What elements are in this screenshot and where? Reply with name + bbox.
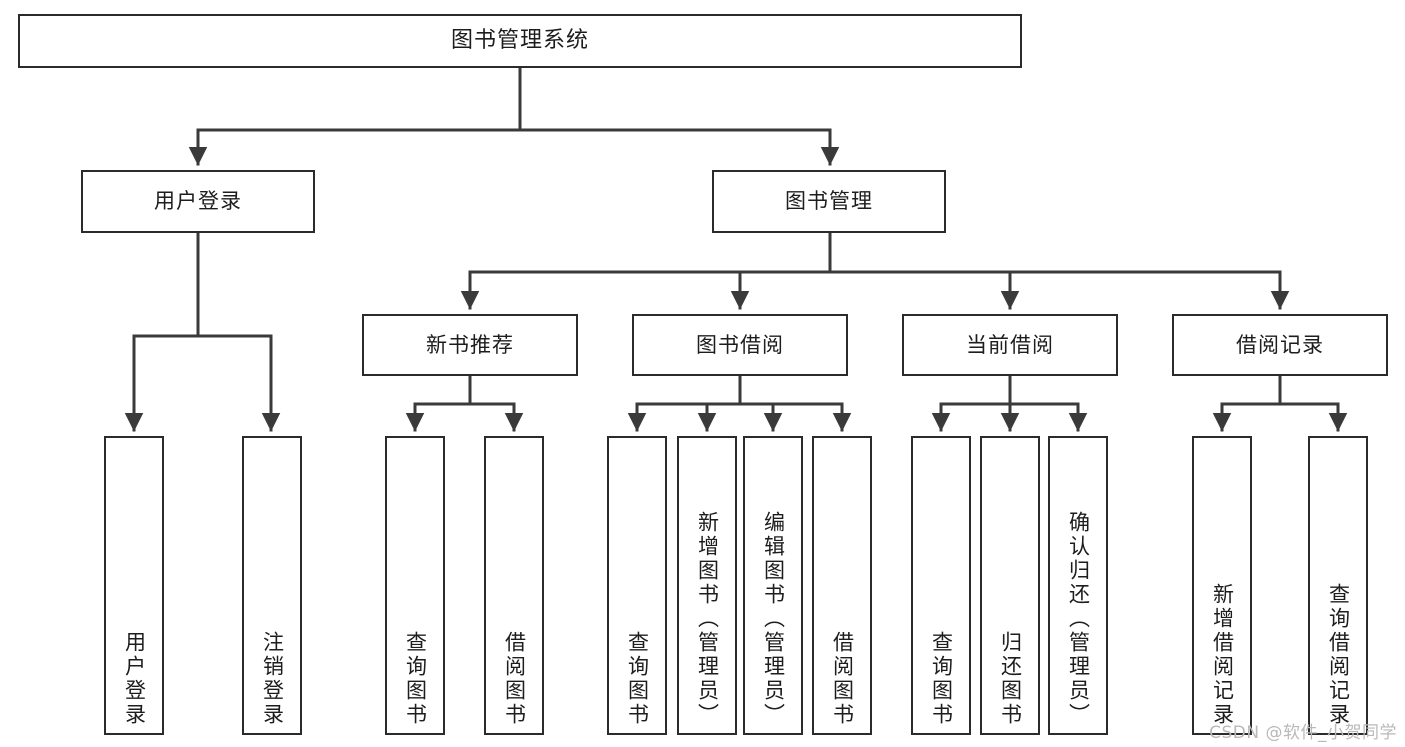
node-root-book-management-system[interactable]: 图书管理系统	[18, 14, 1022, 68]
node-label: 图书借阅	[696, 332, 784, 357]
node-label: 用户登录	[154, 189, 242, 214]
node-leaf-query-borrow-record[interactable]: 查询借阅记录	[1308, 436, 1368, 735]
node-label: 新增借阅记录	[1210, 583, 1235, 727]
node-leaf-borrow-book-2[interactable]: 借阅图书	[812, 436, 872, 735]
node-label: 编辑图书（管理员）	[761, 511, 786, 727]
node-label: 新增图书（管理员）	[695, 511, 720, 727]
node-label: 注销登录	[260, 631, 285, 727]
node-leaf-query-book-1[interactable]: 查询图书	[385, 436, 445, 735]
node-label: 图书管理系统	[450, 28, 589, 54]
node-leaf-user-login[interactable]: 用户登录	[104, 436, 164, 735]
node-label: 新书推荐	[426, 332, 514, 357]
node-label: 借阅图书	[830, 631, 855, 727]
node-label: 查询借阅记录	[1326, 583, 1351, 727]
node-label: 当前借阅	[966, 332, 1054, 357]
node-user-login[interactable]: 用户登录	[81, 170, 315, 233]
node-leaf-edit-book-admin[interactable]: 编辑图书（管理员）	[743, 436, 803, 735]
node-label: 确认归还（管理员）	[1066, 511, 1091, 727]
node-borrow-record[interactable]: 借阅记录	[1172, 314, 1388, 376]
node-label: 查询图书	[929, 631, 954, 727]
node-leaf-add-borrow-record[interactable]: 新增借阅记录	[1192, 436, 1252, 735]
node-leaf-add-book-admin[interactable]: 新增图书（管理员）	[677, 436, 737, 735]
node-leaf-return-book[interactable]: 归还图书	[980, 436, 1040, 735]
node-leaf-logout-login[interactable]: 注销登录	[242, 436, 302, 735]
node-new-book-recommend[interactable]: 新书推荐	[362, 314, 578, 376]
node-book-management[interactable]: 图书管理	[712, 170, 946, 233]
node-leaf-query-book-2[interactable]: 查询图书	[607, 436, 667, 735]
node-label: 借阅记录	[1236, 332, 1324, 357]
node-label: 查询图书	[625, 631, 650, 727]
node-leaf-borrow-book-1[interactable]: 借阅图书	[484, 436, 544, 735]
node-label: 图书管理	[785, 189, 873, 214]
node-leaf-confirm-return-admin[interactable]: 确认归还（管理员）	[1048, 436, 1108, 735]
csdn-watermark: CSDN @软件_小贺同学	[1209, 723, 1397, 743]
node-label: 用户登录	[122, 631, 147, 727]
node-label: 查询图书	[403, 631, 428, 727]
node-label: 借阅图书	[502, 631, 527, 727]
node-current-borrow[interactable]: 当前借阅	[902, 314, 1118, 376]
node-leaf-query-book-3[interactable]: 查询图书	[911, 436, 971, 735]
node-label: 归还图书	[998, 631, 1023, 727]
node-book-borrow[interactable]: 图书借阅	[632, 314, 848, 376]
